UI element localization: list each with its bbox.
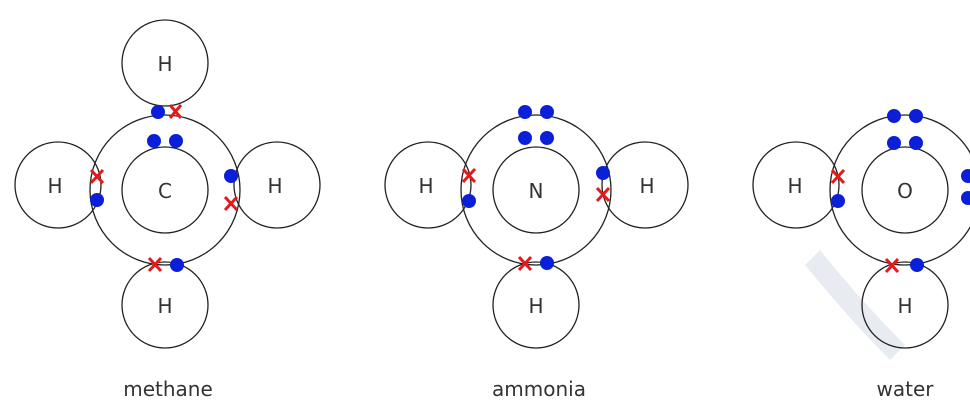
electron-dot xyxy=(596,166,610,180)
electron-dot xyxy=(887,136,901,150)
electron-dot xyxy=(540,105,554,119)
electron-dot xyxy=(518,105,532,119)
atom-label-h-bottom: H xyxy=(897,294,912,318)
atom-label-central: C xyxy=(158,179,172,203)
electron-dot xyxy=(462,194,476,208)
watermark-logo xyxy=(805,250,905,360)
atom-label-central: N xyxy=(529,179,544,203)
electron-cross xyxy=(517,255,533,272)
carbon-outer-shell xyxy=(89,114,241,266)
ammonia-molecule: H H H N ammonia xyxy=(384,105,689,401)
electron-cross xyxy=(830,168,846,185)
electron-dot xyxy=(518,131,532,145)
hydrogen-shell-bottom xyxy=(121,261,209,349)
hydrogen-shell-bottom xyxy=(861,261,949,349)
electron-dot xyxy=(540,131,554,145)
hydrogen-shell-bottom xyxy=(492,261,580,349)
electron-dot xyxy=(151,105,165,119)
electron-dot xyxy=(887,109,901,123)
hydrogen-shell-left xyxy=(752,141,840,229)
electron-dot xyxy=(540,256,554,270)
hydrogen-shell-left xyxy=(384,141,472,229)
oxygen-outer-shell xyxy=(829,114,970,266)
electron-dot xyxy=(224,169,238,183)
hydrogen-shell-right xyxy=(601,141,689,229)
electron-dot xyxy=(831,194,845,208)
electron-dot xyxy=(909,109,923,123)
electron-cross xyxy=(884,257,900,274)
atom-label-central: O xyxy=(897,179,913,203)
electron-dot xyxy=(169,134,183,148)
molecule-caption: methane xyxy=(123,377,213,401)
carbon-inner-shell xyxy=(121,146,209,234)
atom-label-h-left: H xyxy=(418,174,433,198)
atom-label-h-top: H xyxy=(157,52,172,76)
hydrogen-shell-right xyxy=(233,141,321,229)
electron-dot xyxy=(961,169,970,183)
electron-dot xyxy=(910,258,924,272)
electron-cross xyxy=(168,104,183,119)
electron-dot xyxy=(170,258,184,272)
methane-molecule: H H H H C methane xyxy=(14,19,321,401)
molecule-caption: ammonia xyxy=(492,377,586,401)
atom-label-h-right: H xyxy=(639,174,654,198)
electron-dot xyxy=(90,193,104,207)
atom-label-h-bottom: H xyxy=(528,294,543,318)
electron-cross xyxy=(89,168,105,185)
nitrogen-inner-shell xyxy=(492,146,580,234)
electron-cross xyxy=(461,167,477,184)
water-molecule: H H O water xyxy=(752,109,970,401)
oxygen-inner-shell xyxy=(861,146,949,234)
electron-dot xyxy=(147,134,161,148)
electron-dot xyxy=(961,191,970,205)
hydrogen-shell-top xyxy=(121,19,209,107)
molecule-caption: water xyxy=(877,377,935,401)
electron-cross xyxy=(223,195,239,212)
atom-label-h-bottom: H xyxy=(157,294,172,318)
atom-label-h-right: H xyxy=(267,174,282,198)
hydrogen-shell-left xyxy=(14,141,102,229)
atom-label-h-left: H xyxy=(787,174,802,198)
atom-label-h-left: H xyxy=(47,174,62,198)
nitrogen-outer-shell xyxy=(460,114,612,266)
electron-dot xyxy=(909,136,923,150)
electron-cross xyxy=(595,186,611,203)
electron-cross xyxy=(147,256,163,273)
